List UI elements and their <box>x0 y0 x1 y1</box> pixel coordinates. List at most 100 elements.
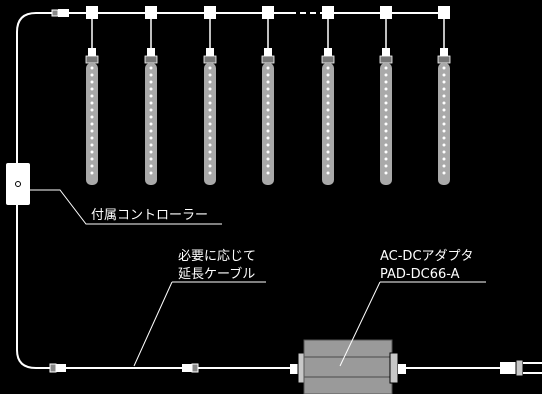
led-dot <box>90 101 94 105</box>
led-dot <box>149 157 153 161</box>
led-dot <box>90 115 94 119</box>
led-dot <box>326 164 330 168</box>
controller-button-icon <box>15 181 21 187</box>
led-dot <box>149 129 153 133</box>
ac-plug-icon <box>500 359 542 377</box>
led-dot <box>266 108 270 112</box>
led-dot <box>266 101 270 105</box>
led-dot <box>442 122 446 126</box>
led-dot <box>384 80 388 84</box>
led-tube <box>261 6 275 185</box>
led-dot <box>90 122 94 126</box>
led-dot <box>326 101 330 105</box>
led-dot <box>208 157 212 161</box>
led-dot <box>384 122 388 126</box>
led-dot <box>442 73 446 77</box>
led-dot <box>326 94 330 98</box>
led-dot <box>384 73 388 77</box>
led-dot <box>384 87 388 91</box>
led-dot <box>442 143 446 147</box>
led-dot <box>149 164 153 168</box>
led-tube <box>437 6 451 185</box>
led-dot <box>90 171 94 175</box>
led-dot <box>384 108 388 112</box>
led-dot <box>442 157 446 161</box>
extension-label-line2: 延長ケーブル <box>178 267 256 282</box>
led-dot <box>442 66 446 70</box>
junction-connector <box>380 6 392 19</box>
led-dot <box>266 122 270 126</box>
led-dot <box>149 115 153 119</box>
led-dot <box>149 94 153 98</box>
led-dot <box>149 73 153 77</box>
led-dot <box>384 94 388 98</box>
led-dot <box>149 108 153 112</box>
led-dot <box>384 143 388 147</box>
led-dot <box>149 136 153 140</box>
led-dot <box>266 164 270 168</box>
led-dot <box>90 108 94 112</box>
led-dot <box>208 122 212 126</box>
led-dot <box>149 87 153 91</box>
extension-leader-line <box>133 281 173 367</box>
adapter-label-line1: AC-DCアダプタ <box>380 249 474 264</box>
led-dot <box>266 157 270 161</box>
led-dot <box>208 150 212 154</box>
led-dot <box>90 73 94 77</box>
led-dot <box>149 171 153 175</box>
led-dot <box>442 80 446 84</box>
led-dot <box>90 157 94 161</box>
led-dot <box>384 129 388 133</box>
led-dot <box>208 87 212 91</box>
controller-label: 付属コントローラー <box>91 208 209 223</box>
led-dot <box>442 101 446 105</box>
junction-connector <box>322 6 334 19</box>
led-dot <box>442 136 446 140</box>
led-dot <box>266 115 270 119</box>
led-dot <box>266 66 270 70</box>
led-dot <box>384 157 388 161</box>
led-dot <box>326 80 330 84</box>
led-dot <box>208 171 212 175</box>
led-dot <box>326 122 330 126</box>
led-dot <box>208 73 212 77</box>
led-dot <box>384 150 388 154</box>
led-dot <box>442 87 446 91</box>
bottom-left-connector <box>49 363 66 373</box>
led-dot <box>90 94 94 98</box>
junction-connector <box>145 6 157 19</box>
led-dot <box>90 80 94 84</box>
led-dot <box>266 87 270 91</box>
junction-connector <box>204 6 216 19</box>
led-tube <box>321 6 335 185</box>
top-left-connector <box>51 9 69 17</box>
led-dot <box>149 150 153 154</box>
led-dot <box>266 94 270 98</box>
adapter-leader-line <box>339 281 381 367</box>
led-dot <box>326 108 330 112</box>
led-dot <box>326 171 330 175</box>
led-dot <box>384 164 388 168</box>
led-dot <box>326 150 330 154</box>
led-dot <box>90 150 94 154</box>
led-tube <box>203 6 217 185</box>
led-dot <box>149 66 153 70</box>
controller-leader-line <box>30 189 222 225</box>
led-dot <box>442 108 446 112</box>
led-dot <box>208 115 212 119</box>
led-dot <box>266 171 270 175</box>
led-dot <box>208 143 212 147</box>
led-dot <box>208 164 212 168</box>
led-dot <box>442 150 446 154</box>
led-tube <box>85 6 99 185</box>
led-dot <box>326 87 330 91</box>
led-dot <box>149 101 153 105</box>
led-dot <box>149 143 153 147</box>
extension-label-line1: 必要に応じて <box>178 249 257 264</box>
led-tube-group <box>85 6 451 185</box>
led-tube <box>379 6 393 185</box>
led-dot <box>266 136 270 140</box>
led-dot <box>266 150 270 154</box>
led-dot <box>90 66 94 70</box>
